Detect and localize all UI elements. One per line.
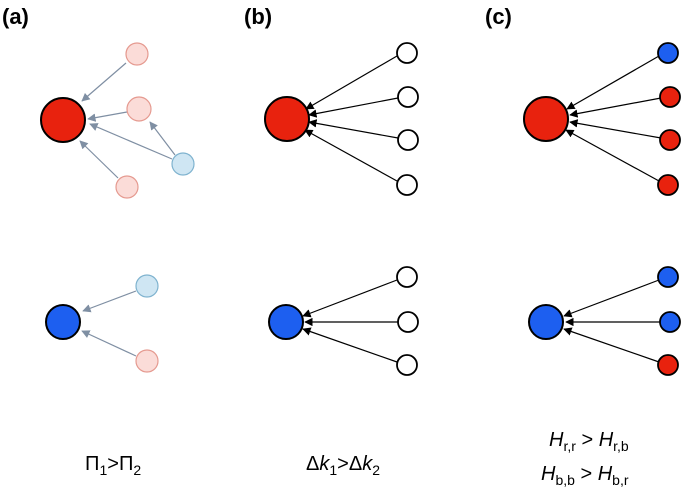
node-b-white-5 <box>396 266 418 288</box>
caption-c-line1: Hr,r > Hr,b <box>549 429 629 454</box>
node-a-pale-blue-2 <box>135 274 159 298</box>
node-b-white-6 <box>397 311 419 333</box>
edge-c-4 <box>565 129 660 182</box>
node-b-white-2 <box>397 86 419 108</box>
node-c-blue-3 <box>659 311 681 333</box>
node-b-red-large <box>264 96 310 142</box>
node-a-pale-red-2 <box>126 96 152 122</box>
node-b-white-7 <box>396 354 418 376</box>
node-c-blue-1 <box>657 42 679 64</box>
node-c-red-3 <box>657 174 679 196</box>
edge-c-3 <box>569 119 662 139</box>
edge-a-6 <box>82 290 137 313</box>
node-c-red-large <box>523 96 569 142</box>
panel-label-b: (b) <box>244 4 272 29</box>
edge-b-1 <box>305 55 398 110</box>
edge-b-4 <box>304 129 398 182</box>
node-a-pale-red-3 <box>115 175 139 199</box>
edge-c-1 <box>566 55 660 110</box>
caption-a: Π1>Π2 <box>85 453 141 478</box>
edge-c-5 <box>563 279 660 318</box>
edge-a-2 <box>87 111 128 122</box>
edge-a-3 <box>89 123 173 160</box>
node-b-blue-large <box>268 304 304 340</box>
node-a-blue-large <box>45 304 81 340</box>
edge-a-5 <box>79 140 119 179</box>
node-c-blue-2 <box>657 266 679 288</box>
edge-c-7 <box>563 327 660 363</box>
node-c-red-2 <box>659 129 681 151</box>
edge-b-7 <box>302 327 398 363</box>
node-c-blue-large <box>528 304 564 340</box>
panel-c: Hr,r > Hr,b Hb,b > Hb,r <box>523 42 681 488</box>
edge-b-5 <box>302 279 398 318</box>
node-a-pale-red-1 <box>125 42 149 66</box>
edge-c-2 <box>569 97 662 118</box>
panel-label-c: (c) <box>485 4 512 29</box>
panel-a: Π1>Π2 <box>40 42 195 478</box>
edge-a-1 <box>81 62 127 102</box>
node-a-pale-blue-1 <box>171 152 195 176</box>
node-b-white-3 <box>397 129 419 151</box>
panel-b: Δk1>Δk2 <box>264 42 419 478</box>
caption-b: Δk1>Δk2 <box>306 453 380 478</box>
node-c-red-4 <box>657 354 679 376</box>
node-a-pale-red-4 <box>135 349 159 373</box>
node-b-white-4 <box>396 174 418 196</box>
edge-a-7 <box>81 330 137 357</box>
node-a-red-large <box>40 97 86 143</box>
edge-b-3 <box>308 119 399 139</box>
node-c-red-1 <box>659 86 681 108</box>
panel-label-a: (a) <box>2 4 29 29</box>
edge-a-4 <box>149 121 176 156</box>
edge-b-2 <box>308 97 399 118</box>
caption-c-line2: Hb,b > Hb,r <box>541 463 629 488</box>
node-b-white-1 <box>396 42 418 64</box>
